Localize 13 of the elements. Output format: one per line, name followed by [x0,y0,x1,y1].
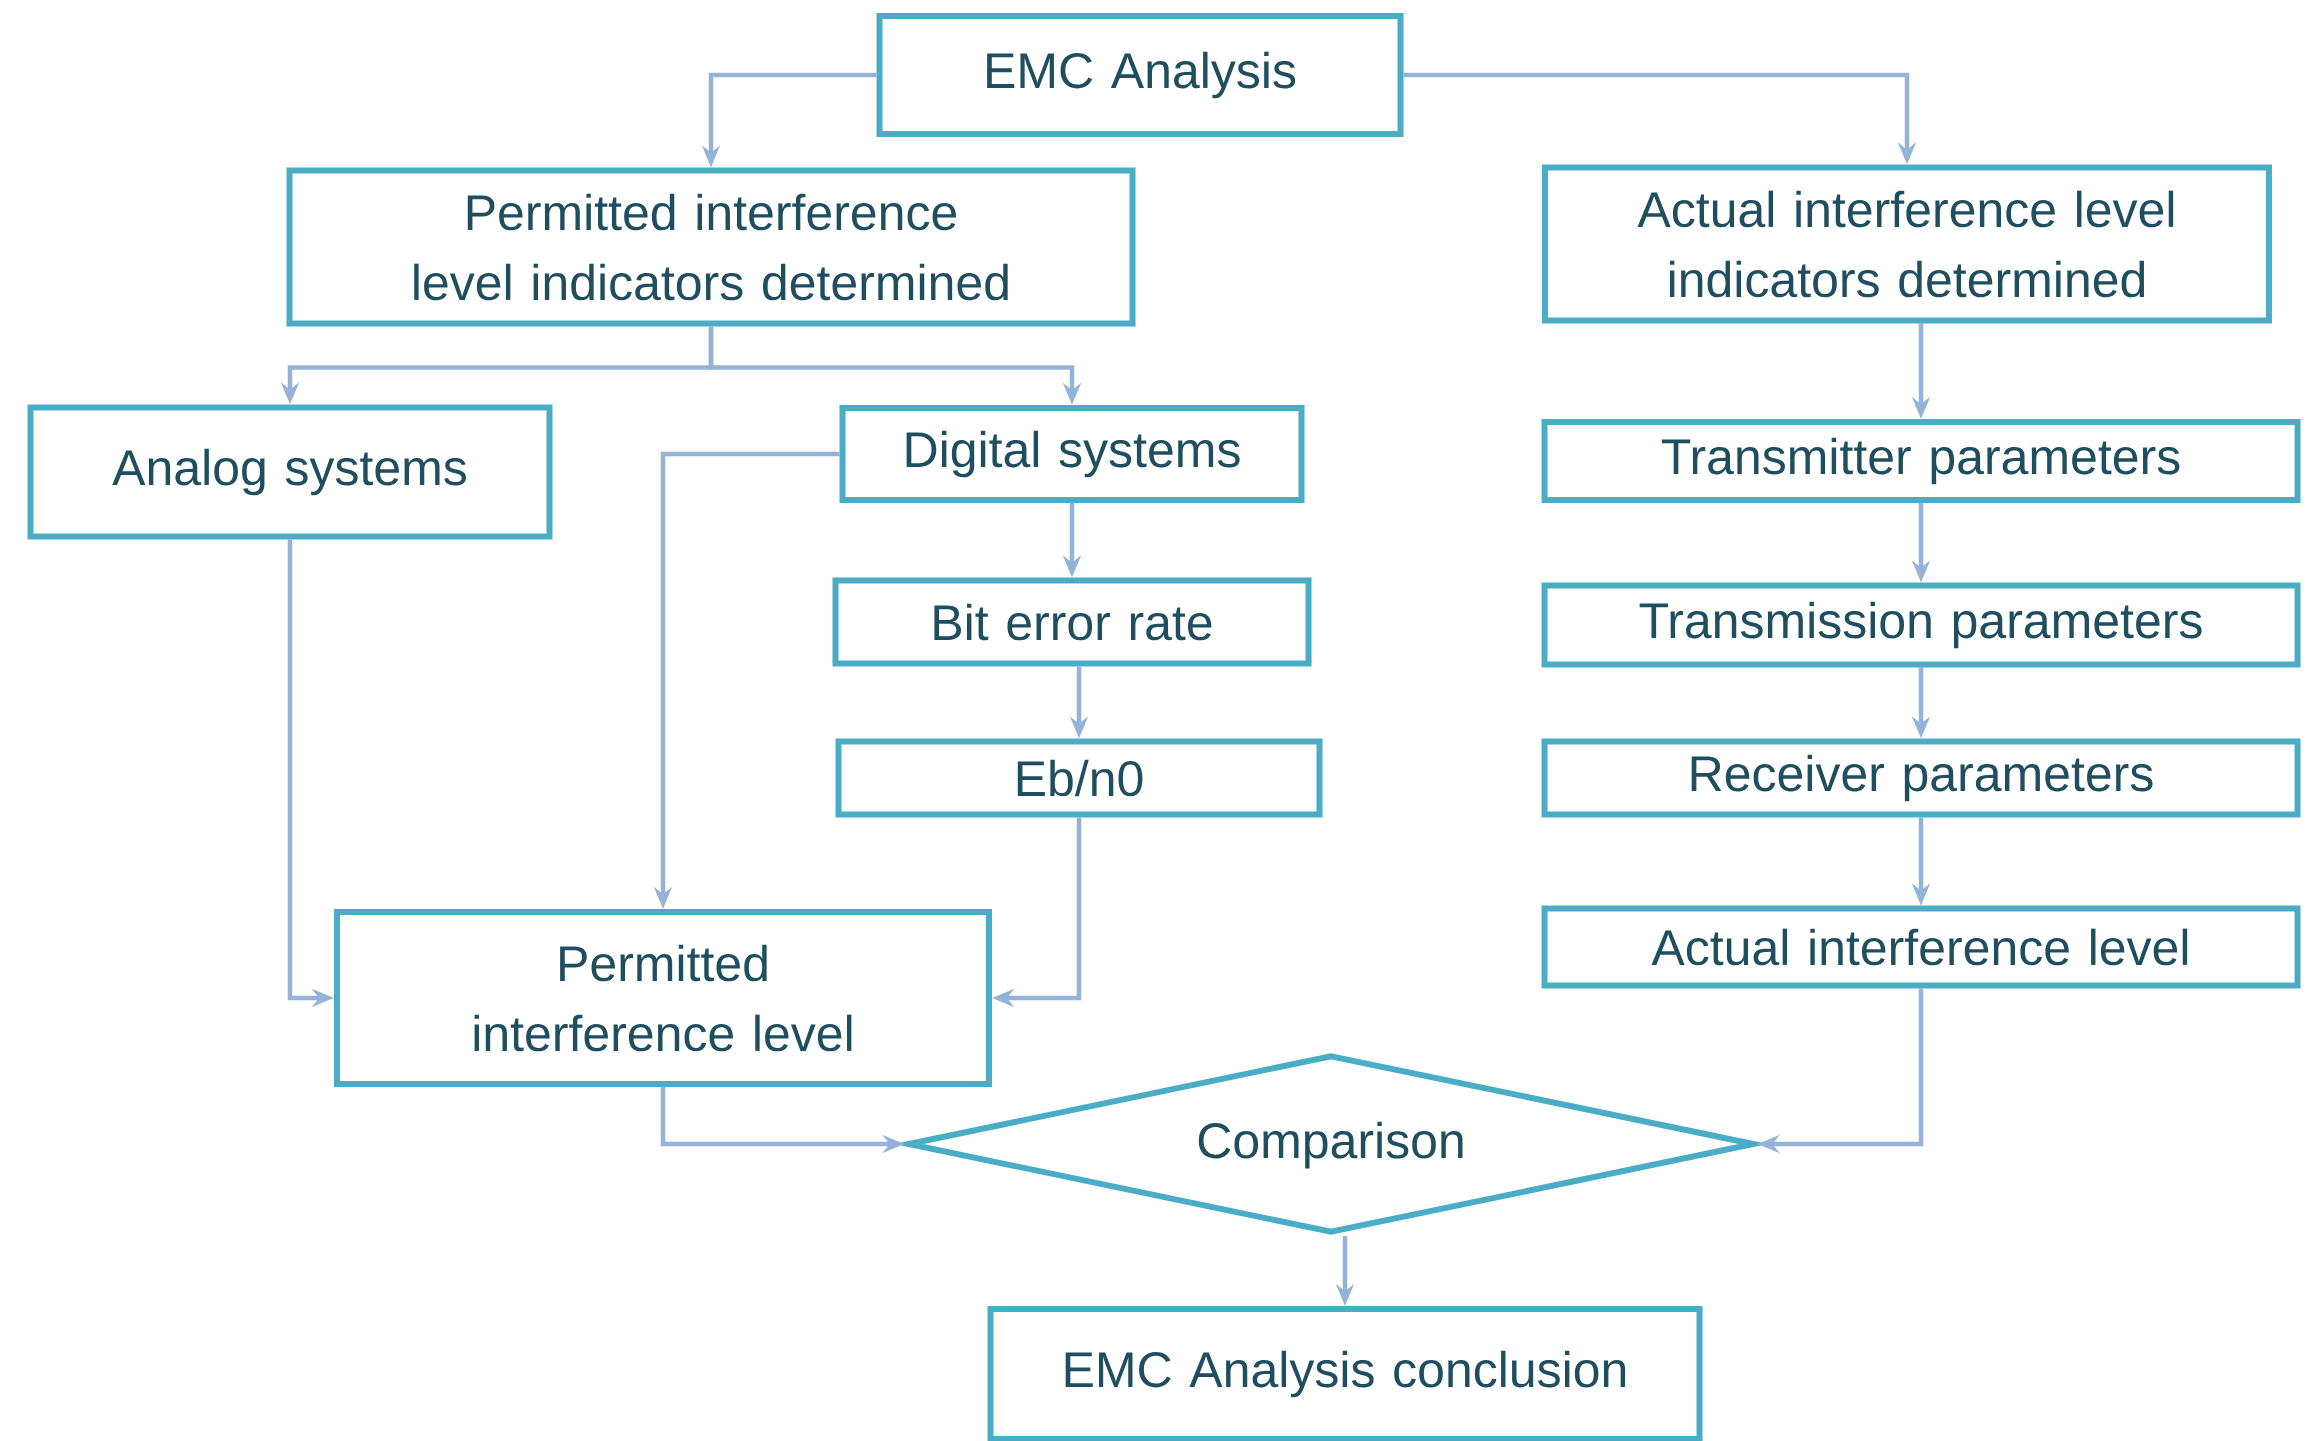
process-box: Analog systems [27,404,553,540]
process-box: Transmitter parameters [1541,419,2301,503]
process-box: Transmission parameters [1541,582,2301,668]
process-box: Eb/n0 [835,738,1323,818]
process-box: Permitted interference level indicators determined [286,167,1136,327]
process-box: Permitted interference level [334,909,992,1087]
process-box: Digital systems [839,405,1305,503]
process-box: EMC Analysis conclusion [987,1306,1703,1441]
process-box: Actual interference level [1541,905,2301,989]
process-box: Actual interference level indicators determined [1542,164,2273,324]
process-box: Receiver parameters [1541,738,2301,818]
process-box: EMC Analysis [876,13,1404,137]
process-box: Bit error rate [832,577,1312,667]
